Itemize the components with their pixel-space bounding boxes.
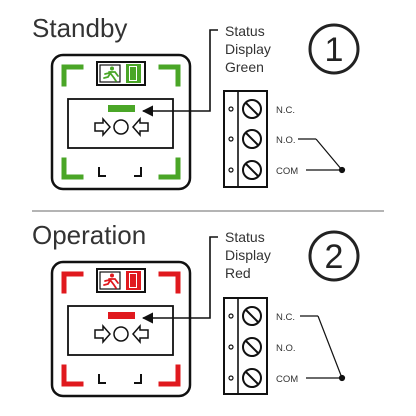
l-bracket-icon [98,374,142,384]
operation-status-line-3: Red [225,265,251,281]
standby-title: Standby [32,13,127,43]
standby-device [50,53,192,191]
standby-switch-wiring [298,138,346,174]
operation-reset-symbols [94,324,149,344]
operation-device [50,260,192,398]
arrow-right-icon [94,117,111,137]
running-man-icon [96,61,146,86]
operation-terminal-block [223,297,268,395]
standby-status-line-1: Status [225,23,265,39]
standby-reset-symbols [94,117,149,137]
standby-terminal-com: COM [276,166,298,177]
operation-terminal-nc: N.C. [276,312,295,323]
operation-status-line-2: Display [225,247,271,263]
running-man-icon [96,268,146,293]
operation-step-badge [308,230,360,282]
operation-terminal-com: COM [276,374,298,385]
operation-callout-arrow [141,236,218,324]
standby-step-badge [308,23,360,75]
standby-callout-arrow [141,29,218,117]
arrow-left-icon [132,117,149,137]
operation-status-label: Status Display Red [225,229,275,281]
screw-terminal-icon [242,99,262,180]
arrow-right-icon [94,324,111,344]
circle-icon [113,326,129,342]
operation-switch-wiring [300,315,346,382]
operation-terminal-no: N.O. [276,343,296,354]
standby-terminal-no: N.O. [276,135,296,146]
arrow-left-icon [132,324,149,344]
operation-title: Operation [32,220,146,250]
l-bracket-icon [98,167,142,177]
standby-status-led [108,105,135,112]
standby-terminal-nc: N.C. [276,105,295,116]
operation-corner-brackets [61,271,181,387]
operation-status-line-1: Status [225,229,265,245]
standby-status-line-2: Display [225,41,271,57]
operation-panel: Operation [32,220,360,398]
standby-corner-brackets [61,64,181,180]
standby-status-label: Status Display Green [225,23,275,75]
screw-terminal-icon [242,306,262,388]
operation-step-number: 2 [325,238,344,276]
standby-status-line-3: Green [225,59,264,75]
standby-terminal-block [223,90,268,188]
standby-step-number: 1 [325,31,344,69]
standby-panel: Standby [32,13,360,191]
operation-status-led [108,312,135,319]
circle-icon [113,119,129,135]
